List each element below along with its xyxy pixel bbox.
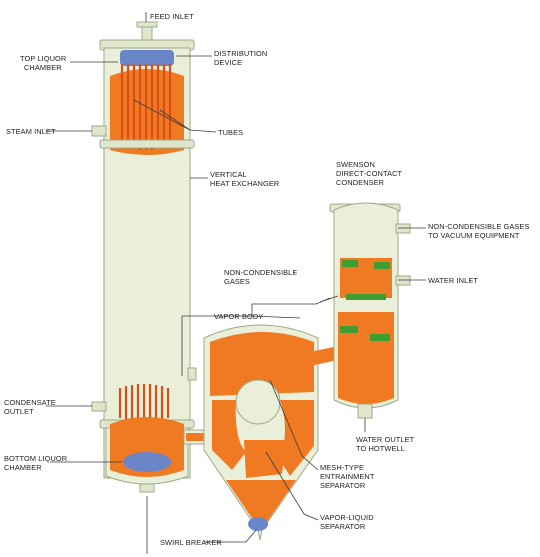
baffle-5 [370,334,390,341]
label-bottom-liquor-chamber-1: BOTTOM LIQUOR [4,454,67,463]
label-nc-gases-1: NON-CONDENSIBLE [224,268,297,277]
vapor-body-right-liquid [280,400,314,476]
water-inlet-nozzle [396,276,410,285]
label-condensate-outlet-2: OUTLET [4,407,34,416]
baffle-3 [346,294,386,300]
label-top-liquor-chamber-1: TOP LIQUOR [20,54,66,63]
label-steam-inlet: STEAM INLET [6,127,56,136]
label-vapor-body: VAPOR BODY [214,312,263,321]
label-water-outlet-1: WATER OUTLET [356,435,415,444]
label-nc-gases-vacuum-2: TO VACUUM EQUIPMENT [428,231,520,240]
label-vapor-liquid-1: VAPOR-LIQUID [320,513,374,522]
label-tubes: TUBES [218,128,243,137]
vapor-liquid-separator-shape [244,440,286,478]
vapor-body [204,325,338,540]
label-top-liquor-chamber-2: CHAMBER [24,63,62,72]
steam-inlet-nozzle [92,126,106,136]
bottom-drain-nozzle [140,484,154,492]
entrainment-separator-disc [236,380,280,424]
label-mesh-type-3: SEPARATOR [320,481,365,490]
label-mesh-type-2: ENTRAINMENT [320,472,375,481]
gas-outlet-nozzle [396,224,410,233]
water-outlet-nozzle [358,404,372,418]
feed-inlet-flange [137,22,157,27]
label-swenson-1: SWENSON [336,160,375,169]
label-mesh-type-1: MESH-TYPE [320,463,364,472]
condensate-outlet-nozzle [92,402,106,411]
label-nc-gases-2: GASES [224,277,250,286]
label-water-outlet-2: TO HOTWELL [356,444,405,453]
label-bottom-liquor-chamber-2: CHAMBER [4,463,42,472]
label-condensate-outlet-1: CONDENSATE [4,398,56,407]
label-vertical-heat-exchanger-2: HEAT EXCHANGER [210,179,279,188]
condenser-lower-spray [338,312,394,404]
label-nc-gases-vacuum-1: NON-CONDENSIBLE GASES [428,222,529,231]
vertical-heat-exchanger [92,22,196,492]
side-nozzle [188,368,196,380]
bottom-liquor-pool [123,452,171,472]
baffle-1 [342,260,358,267]
label-distribution-device-1: DISTRIBUTION [214,49,267,58]
label-swenson-2: DIRECT-CONTACT [336,169,403,178]
swenson-condenser [330,203,410,418]
label-water-inlet: WATER INLET [428,276,478,285]
label-vapor-liquid-2: SEPARATOR [320,522,365,531]
distribution-device-shape [120,50,174,66]
label-swenson-3: CONDENSER [336,178,384,187]
mid-flange [100,140,194,148]
baffle-2 [374,262,390,269]
label-feed-inlet: FEED INLET [150,12,194,21]
label-vertical-heat-exchanger-1: VERTICAL [210,170,247,179]
label-distribution-device-2: DEVICE [214,58,242,67]
label-swirl-breaker: SWIRL BREAKER [160,538,222,547]
swirl-breaker-shape [248,517,268,531]
baffle-4 [340,326,358,333]
